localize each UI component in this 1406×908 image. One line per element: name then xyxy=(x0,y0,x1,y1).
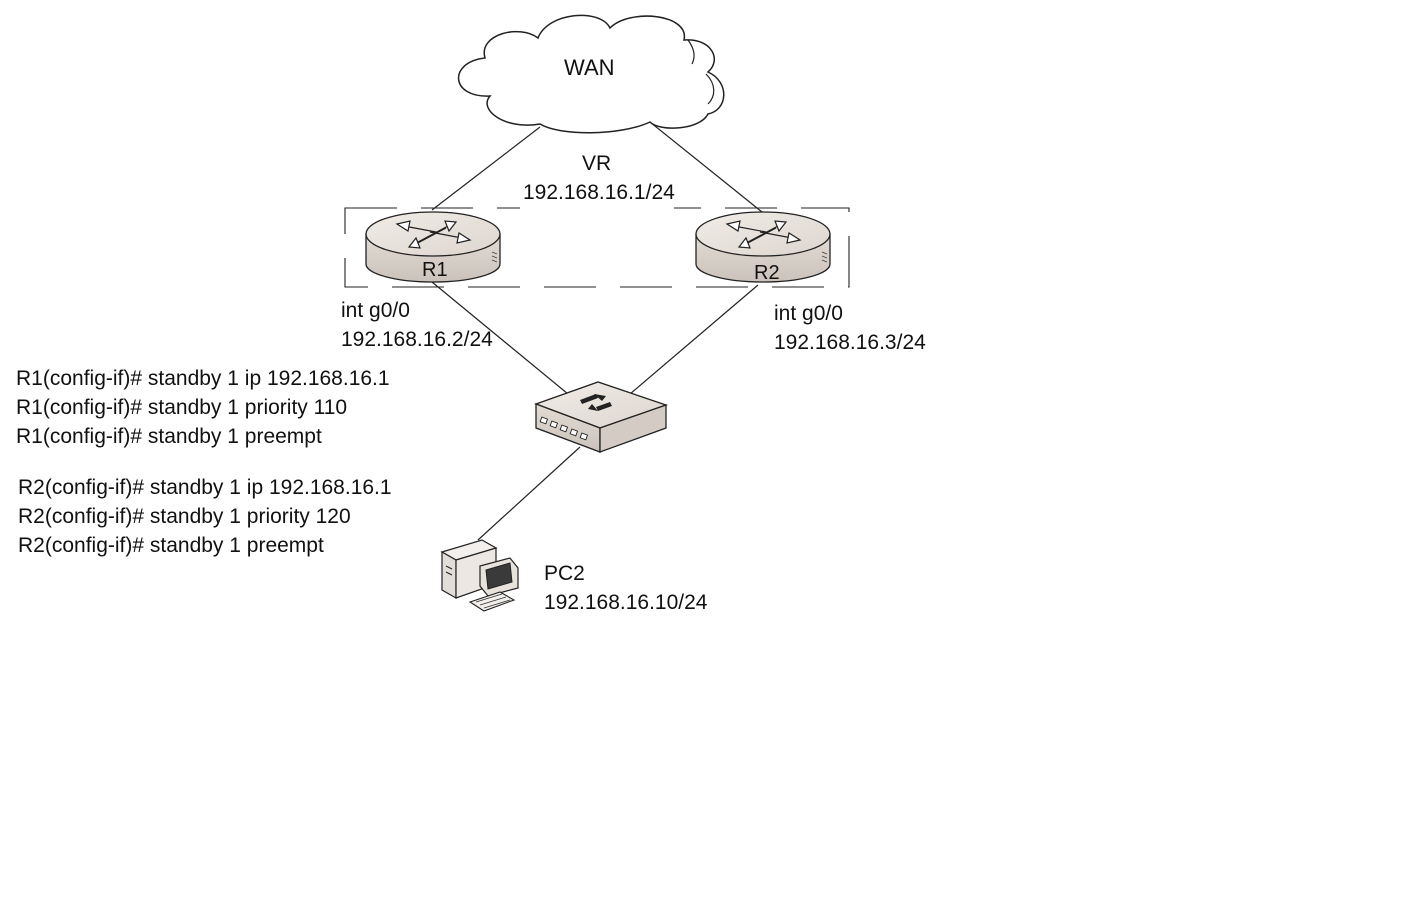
r1-interface: int g0/0 xyxy=(341,299,410,322)
virtual-router-ip: 192.168.16.1/24 xyxy=(523,181,675,204)
r2-config-block: R2(config-if)# standby 1 ip 192.168.16.1… xyxy=(18,473,392,560)
router-r2-icon[interactable] xyxy=(695,211,831,283)
r2-config-line: R2(config-if)# standby 1 ip 192.168.16.1 xyxy=(18,476,392,499)
r2-ip: 192.168.16.3/24 xyxy=(774,331,926,354)
wan-cloud-icon[interactable] xyxy=(457,14,725,134)
r1-config-line: R1(config-if)# standby 1 priority 110 xyxy=(16,396,348,419)
r2-config-line: R2(config-if)# standby 1 priority 120 xyxy=(18,505,351,528)
router-r1-icon[interactable] xyxy=(365,211,501,283)
r1-config-line: R1(config-if)# standby 1 ip 192.168.16.1 xyxy=(16,367,390,390)
switch-icon[interactable] xyxy=(534,381,669,453)
pc2-computer-icon[interactable] xyxy=(440,539,519,612)
r2-config-line: R2(config-if)# standby 1 preempt xyxy=(18,534,324,557)
wan-label: WAN xyxy=(564,55,615,80)
pc2-ip: 192.168.16.10/24 xyxy=(544,591,708,614)
link-switch-pc2 xyxy=(477,446,581,541)
r2-interface: int g0/0 xyxy=(774,302,843,325)
link-wan-r1 xyxy=(431,126,541,211)
link-wan-r2 xyxy=(649,121,763,213)
link-r2-switch xyxy=(629,284,759,395)
r1-ip: 192.168.16.2/24 xyxy=(341,328,493,351)
link-r1-switch xyxy=(431,281,569,395)
r1-name: R1 xyxy=(422,259,448,281)
pc2-name: PC2 xyxy=(544,562,585,585)
r2-name: R2 xyxy=(754,262,780,284)
r1-config-block: R1(config-if)# standby 1 ip 192.168.16.1… xyxy=(16,364,390,451)
virtual-router-name: VR xyxy=(582,152,612,175)
r1-config-line: R1(config-if)# standby 1 preempt xyxy=(16,425,322,448)
